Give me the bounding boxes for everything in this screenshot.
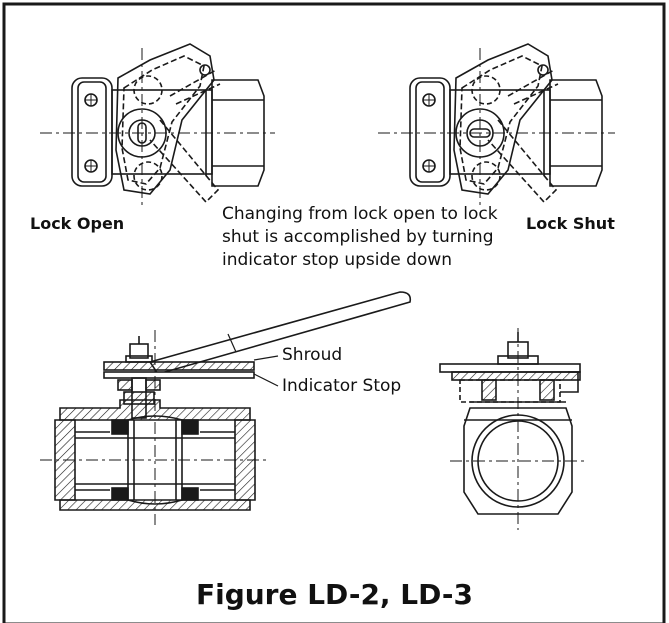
note-line-2: shut is accomplished by turning <box>222 227 494 247</box>
lock-shut-label: Lock Shut <box>526 214 615 233</box>
valve-end-view-drawing <box>439 328 588 530</box>
figure-caption: Figure LD-2, LD-3 <box>195 578 474 611</box>
note-text: Changing from lock open to lock shut is … <box>222 203 498 272</box>
note-line-1: Changing from lock open to lock <box>222 204 498 224</box>
lock-shut-drawing <box>378 43 615 205</box>
shroud-label: Shroud <box>282 345 343 365</box>
lock-open-drawing <box>40 43 275 205</box>
valve-section-drawing <box>40 291 412 525</box>
lock-open-label: Lock Open <box>30 214 125 233</box>
note-line-3: indicator stop upside down <box>222 250 453 270</box>
indicator-stop-label: Indicator Stop <box>282 376 402 396</box>
